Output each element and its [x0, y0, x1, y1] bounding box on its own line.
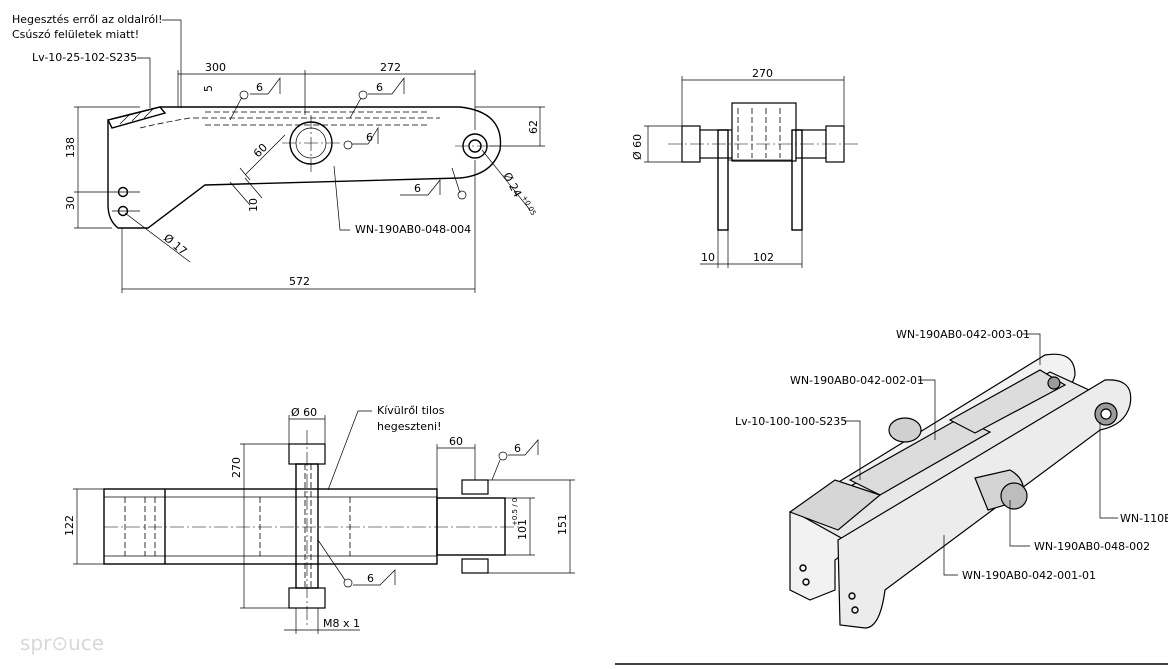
dim-572: 572	[289, 275, 310, 288]
front-dim-270: 270	[752, 67, 773, 80]
top-dim-m8: M8 x 1	[323, 617, 360, 630]
dim-30: 30	[64, 196, 77, 210]
front-dim-d60: Ø 60	[631, 134, 644, 160]
part-002: WN-190AB0-042-002-01	[790, 374, 924, 387]
dim-60: 60	[251, 141, 270, 160]
isometric-view: WN-190AB0-042-003-01 WN-190AB0-042-002-0…	[735, 328, 1168, 629]
top-dim-122: 122	[63, 515, 76, 536]
note-no-outside-weld-1: Kívülről tilos	[377, 404, 445, 417]
dim-5: 5	[202, 85, 215, 92]
weld-6a: 6	[256, 81, 263, 94]
dim-300: 300	[205, 61, 226, 74]
top-dim-151: 151	[556, 514, 569, 535]
note-no-outside-weld-2: hegeszteni!	[377, 420, 442, 433]
dim-d24: Ø 24	[500, 170, 524, 199]
part-048-002: WN-190AB0-048-002	[1034, 540, 1150, 553]
top-weld-6a: 6	[514, 442, 521, 455]
dim-62: 62	[527, 120, 540, 134]
top-dim-101-tol: +0.5 / 0	[511, 498, 519, 526]
weld-6b: 6	[376, 81, 383, 94]
weld-6c: 6	[366, 131, 373, 144]
side-view: 300 272 5 6 6 138 30 60 10 6 6 62 Ø 24 +…	[12, 13, 545, 293]
watermark: spr⊙uce	[20, 631, 104, 655]
top-weld-6b: 6	[367, 572, 374, 585]
dim-d24-tol: +0.05	[520, 194, 537, 217]
front-dim-102: 102	[753, 251, 774, 264]
top-dim-270: 270	[230, 457, 243, 478]
top-dim-d60: Ø 60	[291, 406, 317, 419]
weld-6d: 6	[414, 182, 421, 195]
dim-138: 138	[64, 137, 77, 158]
note-weld-side-1: Hegesztés erről az oldalról!	[12, 13, 163, 26]
front-view: 270 Ø 60 10 102	[631, 67, 858, 268]
top-dim-101: 101	[516, 519, 529, 540]
dim-10: 10	[247, 198, 260, 212]
part-block: Lv-10-100-100-S235	[735, 415, 847, 428]
note-weld-side-2: Csúszó felületek miatt!	[12, 28, 139, 41]
top-view: Ø 60 270 60 6 122 101 +0.5 / 0 151 6 M8 …	[63, 404, 575, 634]
front-dim-10: 10	[701, 251, 715, 264]
part-plate: Lv-10-25-102-S235	[32, 51, 137, 64]
side-view-outline	[107, 106, 502, 229]
part-bushing: WN-110BU	[1120, 512, 1168, 525]
top-dim-60: 60	[449, 435, 463, 448]
dim-d17: Ø 17	[161, 231, 189, 258]
dim-272: 272	[380, 61, 401, 74]
part-001: WN-190AB0-042-001-01	[962, 569, 1096, 582]
part-003: WN-190AB0-042-003-01	[896, 328, 1030, 341]
part-side: WN-190AB0-048-004	[355, 223, 471, 236]
